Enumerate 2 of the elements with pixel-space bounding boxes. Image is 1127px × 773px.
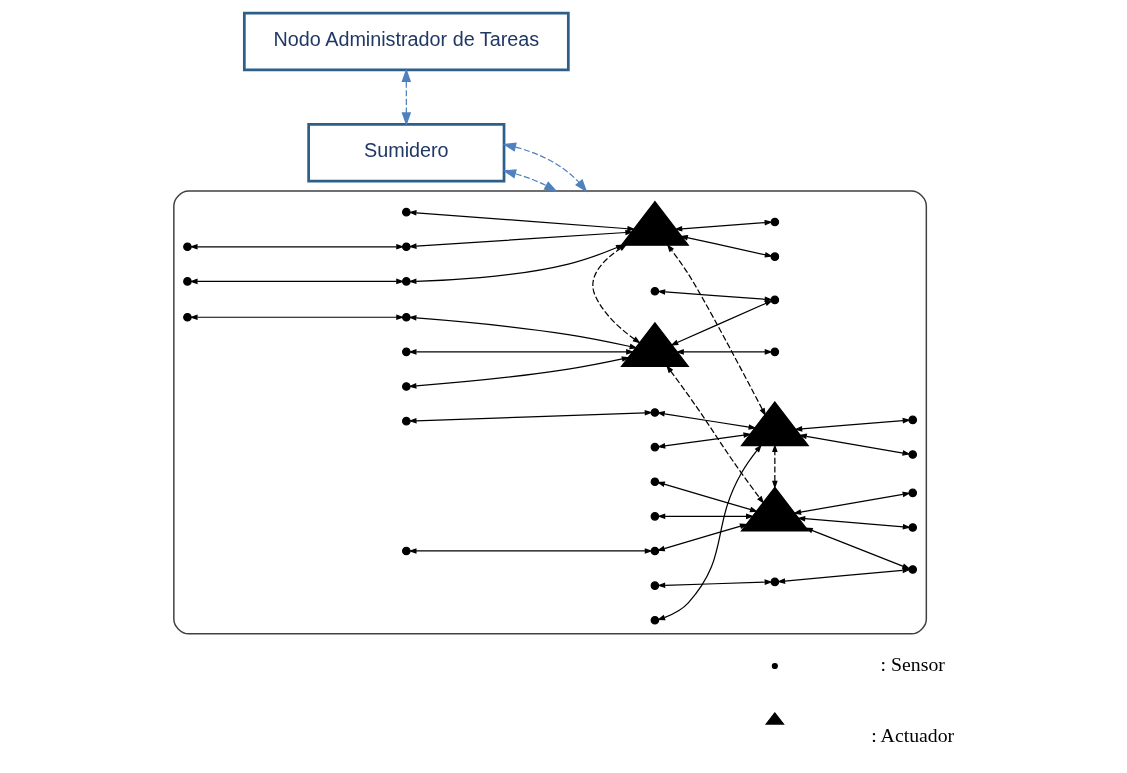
legend-label: : Sensor — [880, 652, 945, 675]
legend-label: : Actuador — [870, 724, 954, 747]
